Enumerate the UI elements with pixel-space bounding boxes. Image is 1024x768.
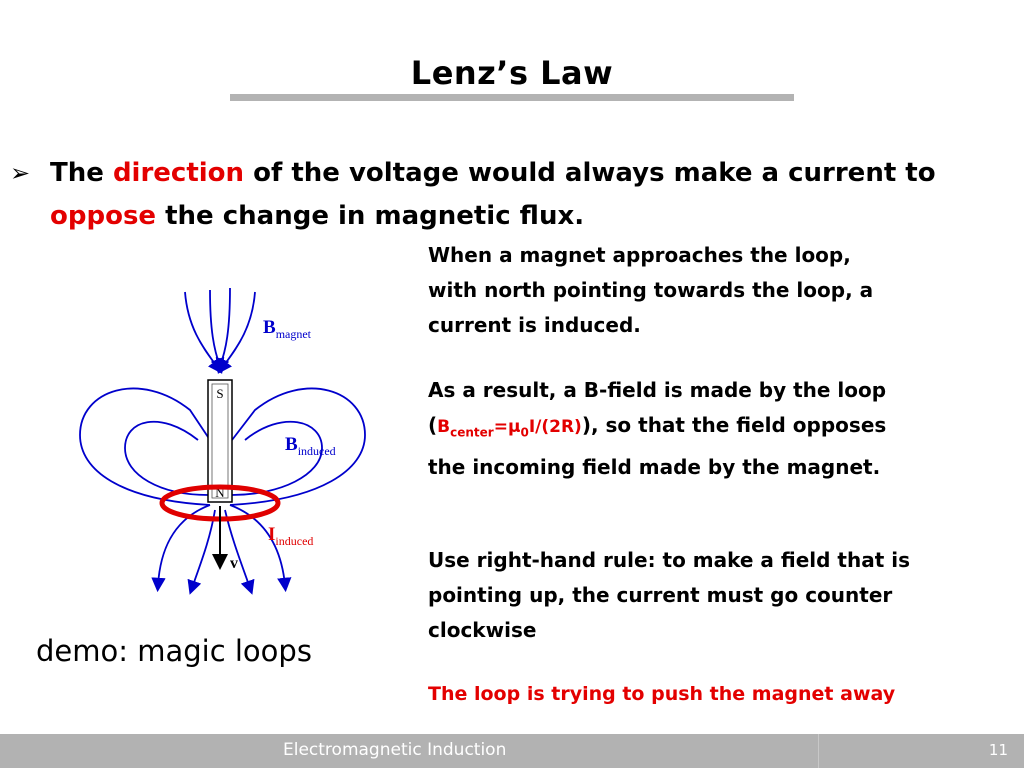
paragraph-bfield: As a result, a B-field is made by the lo…: [428, 373, 928, 485]
b-magnet-label: Bmagnet: [263, 317, 312, 341]
bfield-formula: Bcenter=μ0I/(2R): [437, 417, 582, 440]
field-line: [209, 289, 225, 373]
footer-title: Electromagnetic Induction: [283, 740, 507, 760]
magnet-north-label: N: [215, 485, 225, 500]
field-line: [184, 291, 223, 374]
bullet-text-part: of the voltage would always make a curre…: [244, 158, 936, 188]
paragraph-bfield-before: As a result, a B-field is made by the lo…: [428, 378, 887, 437]
field-line: [217, 291, 256, 374]
b-induced-label: Binduced: [285, 434, 336, 458]
formula-eq-mu: =μ: [493, 417, 521, 437]
magnet-south-label: S: [216, 386, 223, 401]
velocity-label: v: [230, 555, 238, 572]
footer-divider: [818, 734, 819, 768]
paragraph-right-hand-rule: Use right-hand rule: to make a field tha…: [428, 548, 910, 642]
lenz-diagram: S N v Bmagnet Binduced Iinduced: [79, 287, 366, 595]
bullet-text: The direction of the voltage would alway…: [50, 152, 1010, 238]
title-underline: [230, 94, 794, 101]
bullet-text-part: the change in magnetic flux.: [156, 201, 585, 231]
formula-sub-center: center: [450, 425, 494, 440]
magnet-field-lines: [184, 287, 256, 374]
induced-loop-right-inner: [231, 420, 323, 496]
paragraph-approach: When a magnet approaches the loop, with …: [428, 243, 874, 337]
formula-sub-zero: 0: [520, 425, 529, 440]
induced-field-lines: [79, 387, 366, 595]
footer-bar: Electromagnetic Induction 11: [0, 734, 1024, 768]
bullet-text-part: The: [50, 158, 113, 188]
induced-line-center-right: [224, 509, 255, 595]
induced-line-right-out: [229, 504, 292, 593]
page-number: 11: [988, 741, 1008, 759]
induced-loop-left-outer: [79, 387, 211, 506]
induced-line-left-out: [151, 504, 211, 593]
field-line: [215, 287, 231, 373]
bullet-highlight-direction: direction: [112, 158, 245, 188]
paragraph-push-away: The loop is trying to push the magnet aw…: [428, 683, 896, 705]
bullet-highlight-oppose: oppose: [50, 201, 157, 231]
paragraph-bfield-after: ), so that the field opposes the incomin…: [428, 413, 887, 480]
bullet-arrow-icon: ➢: [10, 159, 31, 187]
bar-magnet-inner: [211, 383, 229, 499]
induced-line-center-left: [187, 509, 216, 595]
induced-loop-left-inner: [124, 420, 209, 496]
formula-rest: I/(2R): [528, 417, 582, 437]
i-induced-label: Iinduced: [268, 524, 313, 548]
demo-caption: demo: magic loops: [36, 634, 312, 668]
induced-loop-right-outer: [229, 387, 366, 506]
formula-b: B: [437, 417, 451, 437]
slide-title: Lenz’s Law: [410, 54, 614, 92]
